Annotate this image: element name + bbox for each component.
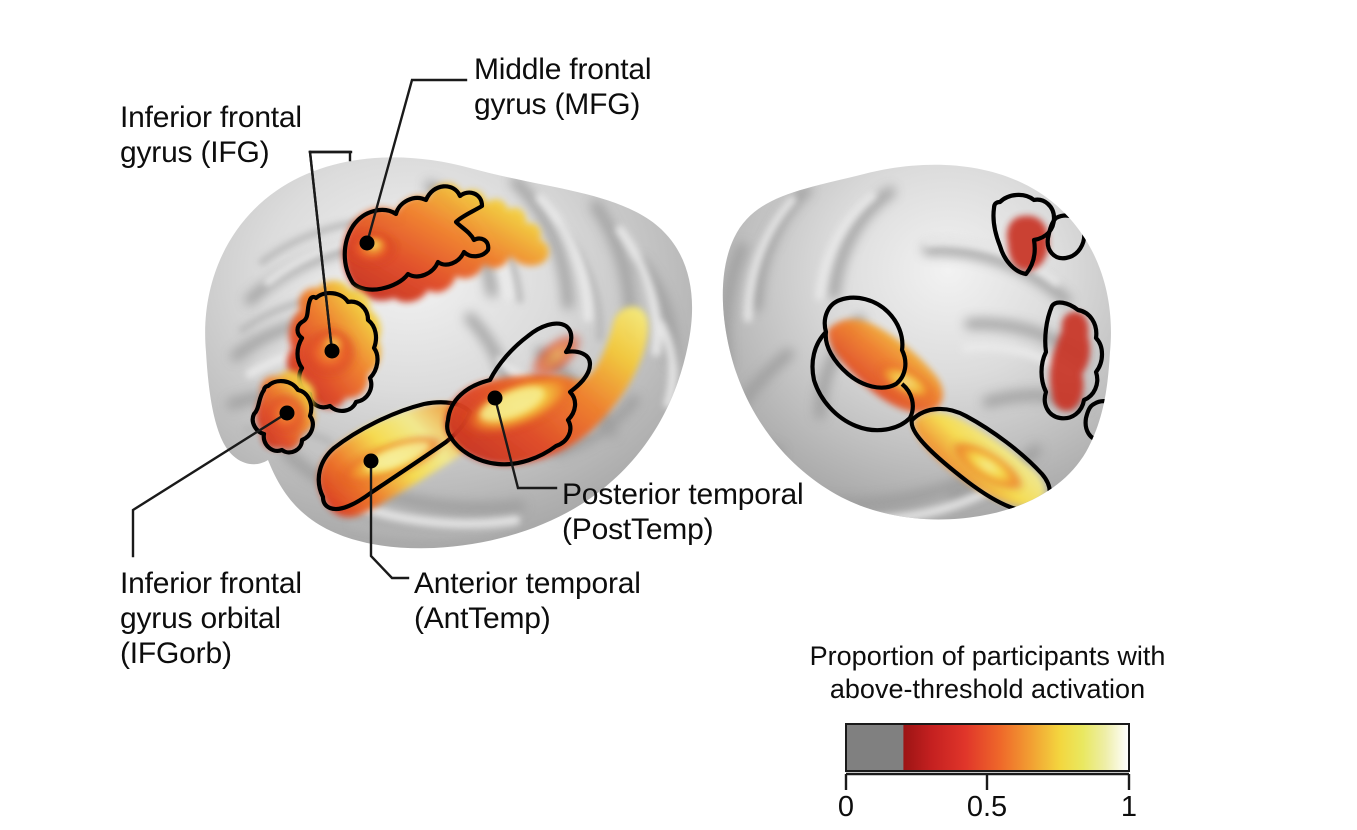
activation-posttemp-left <box>445 306 649 467</box>
label-ifgorb: Inferior frontal gyrus orbital (IFGorb) <box>120 567 302 670</box>
legend-title-line2: above-threshold activation <box>829 674 1146 704</box>
label-posttemp: Posterior temporal (PostTemp) <box>562 478 804 546</box>
colorbar-tick-label-1: 1 <box>1120 791 1138 823</box>
marker-dot-ifgorb <box>279 405 295 421</box>
annotation-leaders <box>131 78 558 580</box>
marker-dot-ifg <box>324 343 340 359</box>
leader-line-mfg <box>365 78 468 245</box>
colorbar <box>845 723 1130 772</box>
colorbar-tick-label-0: 0 <box>837 791 855 823</box>
parcel-outline-mfg <box>342 184 491 292</box>
leader-line-anttemp <box>369 459 410 580</box>
activation-anttemp-left <box>316 400 476 518</box>
legend-title-line1: Proportion of participants with <box>809 641 1166 671</box>
label-ifg: Inferior frontal gyrus (IFG) <box>120 101 302 169</box>
parcel-outline-posttemp-right <box>822 295 908 390</box>
left-hemisphere-brain <box>205 157 693 549</box>
leader-line-ifg <box>308 150 334 353</box>
parcel-outline-ifg-right <box>1039 300 1105 421</box>
activation-mfg-right <box>991 192 1087 277</box>
label-anttemp: Anterior temporal (AntTemp) <box>414 567 641 635</box>
colorbar-tick-label-05: 0.5 <box>966 791 1008 823</box>
activation-posttemp-right <box>810 295 943 433</box>
marker-dot-posttemp <box>487 390 503 406</box>
parcel-outline-ifg <box>295 291 380 413</box>
right-hemisphere-brain <box>722 164 1111 520</box>
marker-dot-mfg <box>359 235 375 251</box>
leader-line-posttemp <box>493 396 558 490</box>
annotation-dots <box>279 235 503 469</box>
parcel-outline-posttemp-right-lower <box>810 330 915 433</box>
parcel-outline-ifgorb <box>250 379 315 455</box>
marker-dot-anttemp <box>363 453 379 469</box>
label-mfg: Middle frontal gyrus (MFG) <box>474 53 652 121</box>
parcel-outline-posttemp <box>445 321 593 467</box>
leader-line-ifgorb <box>131 411 289 558</box>
colorbar-axis <box>844 772 1131 790</box>
